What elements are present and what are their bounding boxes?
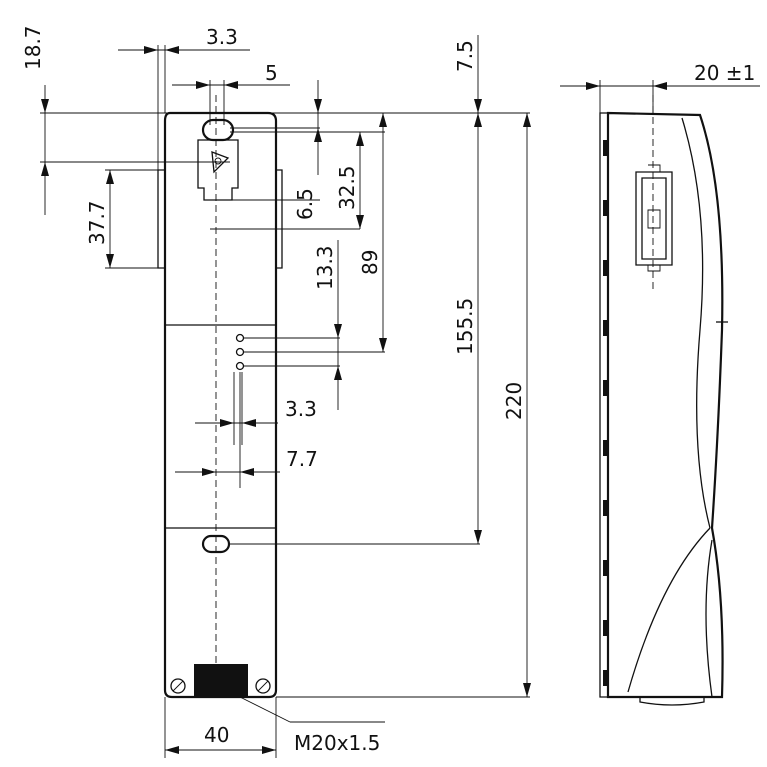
dim-5: 5	[265, 61, 278, 85]
side-cover-curve	[681, 117, 711, 529]
dim-220: 220	[502, 382, 526, 420]
dim-155-5: 155.5	[453, 298, 477, 355]
thread-label: M20x1.5	[294, 731, 380, 755]
side-body-outline	[606, 111, 724, 699]
dim-40: 40	[204, 723, 229, 747]
side-plate-ticks	[603, 140, 607, 686]
actuator-head	[197, 139, 239, 201]
dim-7-7: 7.7	[286, 447, 318, 471]
led-2	[235, 347, 245, 357]
side-foot	[639, 697, 705, 706]
dimension-labels: 18.7 3.3 5 7.5 20 ±1 37.7 6.5 32.5 89 13…	[21, 25, 755, 755]
side-actuator	[635, 171, 673, 266]
triangle-center	[214, 157, 222, 165]
screw-right	[255, 678, 271, 694]
dim-32-5: 32.5	[335, 165, 359, 210]
dim-37-7: 37.7	[85, 200, 109, 245]
left-mounting-ear	[157, 169, 165, 269]
front-view	[157, 95, 283, 700]
side-wedge	[627, 527, 711, 693]
led-3	[235, 361, 245, 371]
side-wedge-2	[705, 539, 713, 698]
right-mounting-ear	[276, 169, 283, 269]
side-actuator-detail	[647, 164, 661, 272]
dim-20-pm1: 20 ±1	[694, 61, 755, 85]
dim-18-7: 18.7	[21, 25, 45, 70]
cable-gland	[194, 664, 248, 697]
top-slot	[201, 118, 235, 142]
screw-left	[170, 678, 186, 694]
front-body-outline	[163, 111, 278, 699]
dim-89: 89	[358, 250, 382, 275]
dim-6-5: 6.5	[293, 188, 317, 220]
dim-3-3-mid: 3.3	[285, 397, 317, 421]
dim-13-3: 13.3	[313, 245, 337, 290]
side-view	[599, 95, 728, 706]
dimension-lines	[40, 35, 760, 758]
dim-7-5: 7.5	[453, 40, 477, 72]
dim-3-3-top: 3.3	[206, 25, 238, 49]
led-1	[235, 333, 245, 343]
